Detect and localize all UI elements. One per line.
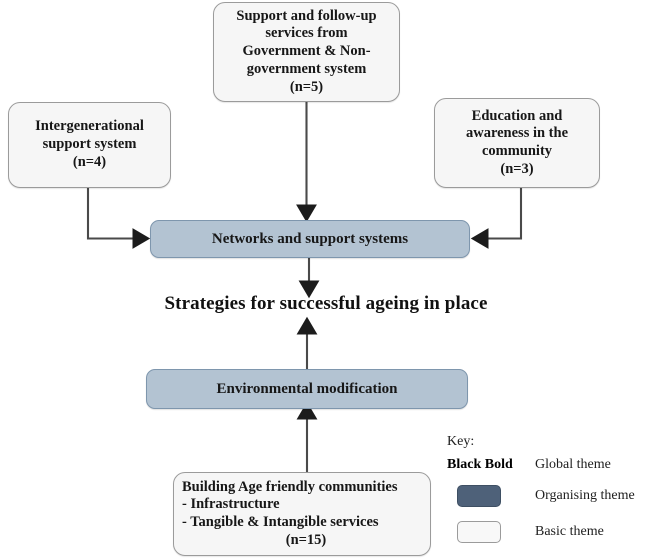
global-theme-title: Strategies for successful ageing in plac…	[164, 293, 488, 314]
legend: Key: Black Bold Global theme Organising …	[447, 434, 652, 550]
node-support-services[interactable]: Support and follow-up services from Gove…	[213, 2, 400, 102]
node-education-line-1: Education and	[471, 107, 563, 124]
node-environment-label: Environmental modification	[216, 380, 398, 397]
node-education-line-3: community	[481, 143, 553, 159]
legend-marker-organising	[447, 485, 529, 507]
node-building-age-friendly-communities[interactable]: Building Age friendly communities - Infr…	[173, 472, 431, 556]
legend-marker-basic	[447, 521, 529, 543]
arrow-education-to-networks	[470, 188, 523, 249]
node-education-awareness[interactable]: Education and awareness in the community…	[434, 98, 600, 188]
legend-caption: Key:	[447, 434, 475, 449]
legend-row-global-theme: Black Bold Global theme	[447, 451, 652, 478]
legend-row-basic-theme: Basic theme	[447, 514, 652, 550]
organising-theme-swatch	[457, 485, 501, 507]
node-networks-label: Networks and support systems	[211, 230, 409, 247]
legend-label-basic-theme: Basic theme	[535, 524, 604, 539]
node-building-count: (n=15)	[285, 531, 327, 548]
node-building-line-2: - Infrastructure	[182, 496, 280, 513]
legend-black-bold-sample: Black Bold	[447, 456, 513, 472]
node-support-count: (n=5)	[289, 78, 324, 95]
node-support-line-2: services from	[265, 25, 348, 42]
basic-theme-swatch	[457, 521, 501, 543]
node-intergenerational-line-2: support system	[42, 136, 137, 153]
node-building-line-1: Building Age friendly communities	[182, 478, 398, 495]
node-intergenerational-line-1: Intergenerational	[35, 118, 144, 135]
node-intergenerational-support[interactable]: Intergenerational support system (n=4)	[8, 102, 171, 188]
node-support-line-3: Government & Non-	[242, 43, 371, 60]
node-support-line-1: Support and follow-up	[236, 7, 377, 24]
node-support-line-4: government system	[246, 60, 367, 77]
node-environmental-modification[interactable]: Environmental modification	[146, 369, 468, 409]
node-education-line-2: awareness in the	[465, 125, 569, 142]
node-networks-support-systems[interactable]: Networks and support systems	[150, 220, 470, 258]
legend-row-organising-theme: Organising theme	[447, 478, 652, 514]
node-building-line-3: - Tangible & Intangible services	[182, 514, 379, 530]
legend-label-global-theme: Global theme	[535, 456, 611, 472]
legend-marker-global: Black Bold	[447, 457, 529, 473]
node-intergenerational-count: (n=4)	[72, 153, 107, 170]
legend-label-organising-theme: Organising theme	[535, 488, 635, 503]
node-education-count: (n=3)	[500, 160, 534, 177]
arrow-intergenerational-to-networks	[86, 188, 151, 249]
